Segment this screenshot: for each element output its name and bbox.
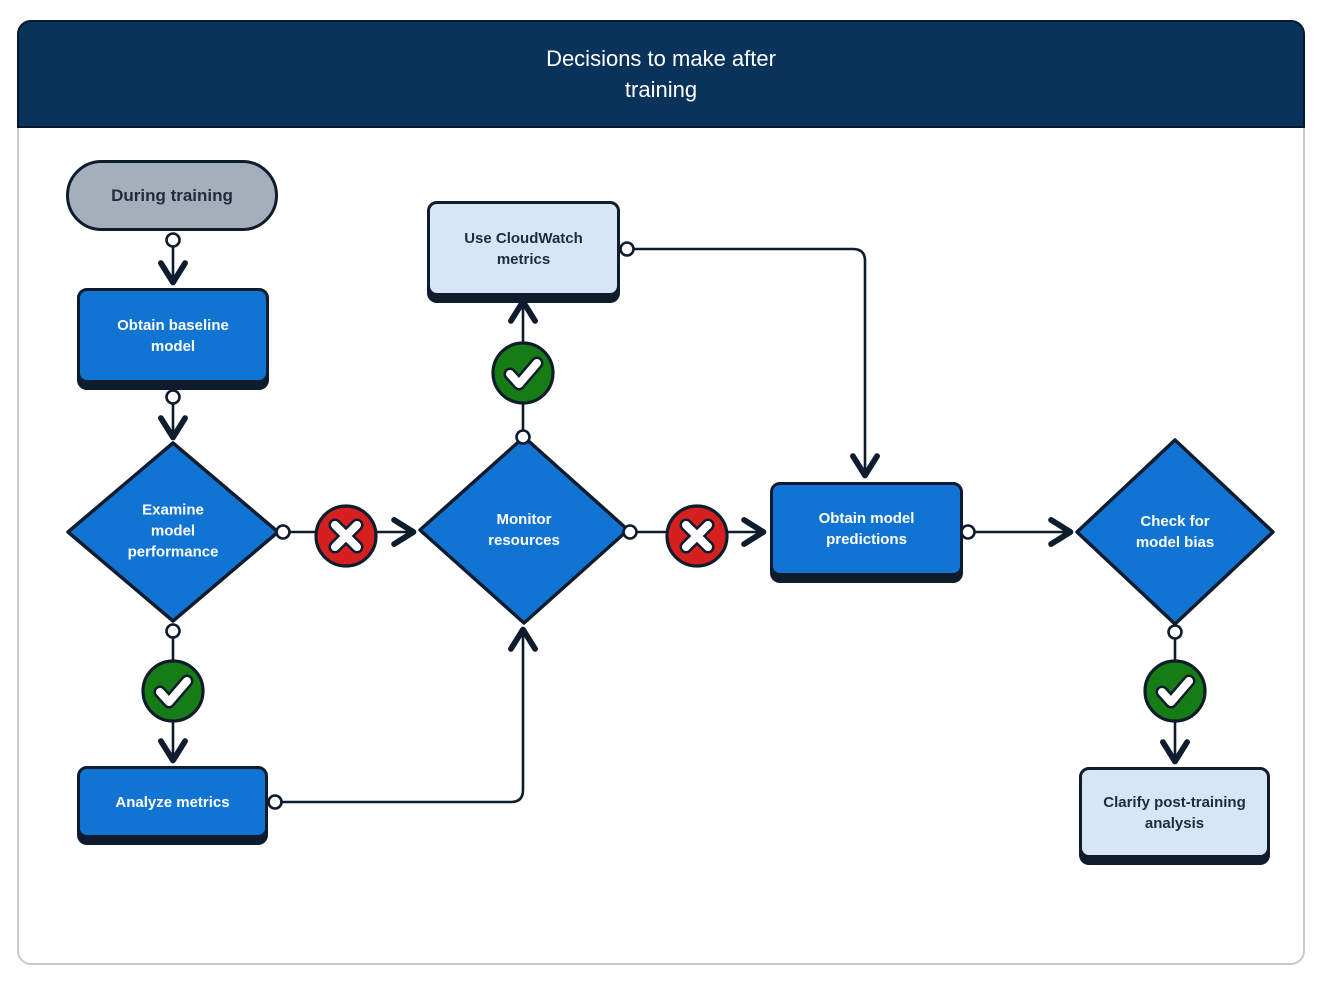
node-obtain-model-predictions: Obtain model predictions — [770, 482, 963, 576]
node-label-examine-model-performance: Examine model performance — [127, 501, 219, 561]
node-label: Obtain model predictions — [818, 510, 915, 548]
node-label: Obtain baseline model — [117, 316, 229, 355]
node-label: During training — [111, 186, 233, 205]
node-during-training: During training — [66, 160, 278, 231]
node-label-monitor-resources: Monitor resources — [488, 511, 560, 549]
node-label: Analyze metrics — [115, 793, 230, 811]
node-label-check-for-model-bias: Check for model bias — [1135, 513, 1215, 551]
node-label: Use CloudWatch metrics — [464, 229, 583, 268]
node-label: Clarify post-training analysis — [1103, 793, 1246, 832]
diagram-title: Decisions to make after training — [546, 46, 776, 102]
node-use-cloudwatch-metrics: Use CloudWatch metrics — [427, 201, 620, 296]
diagram-header: Decisions to make after training — [17, 20, 1305, 128]
node-clarify-post-training-analysis: Clarify post-training analysis — [1079, 767, 1270, 858]
node-analyze-metrics: Analyze metrics — [77, 766, 268, 838]
node-obtain-baseline-model: Obtain baseline model — [77, 288, 269, 383]
